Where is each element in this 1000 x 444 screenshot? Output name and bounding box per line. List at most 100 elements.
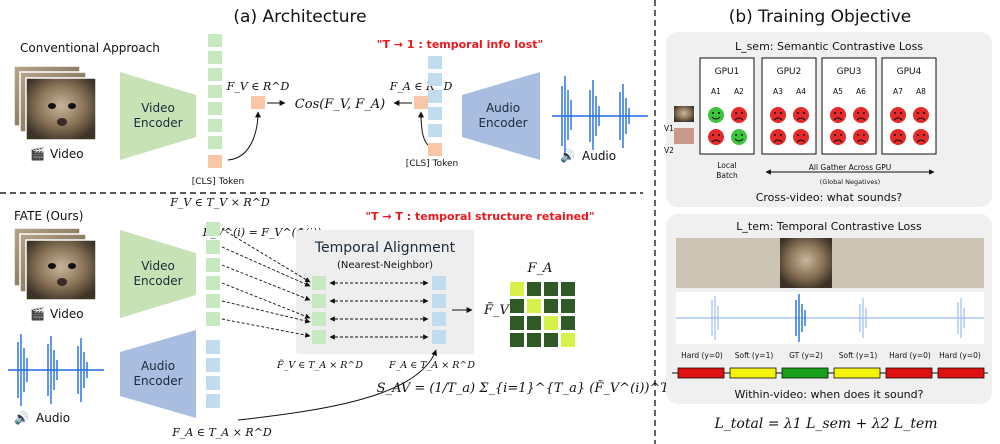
segment-bars: [677, 367, 985, 379]
v2-thumbnail: [674, 128, 694, 144]
row-v1-label: V1: [664, 124, 674, 133]
fate-video-token-column: [206, 222, 220, 326]
frown-face-icon: [890, 107, 906, 123]
audio-id-a2: A2: [734, 87, 744, 96]
audio-id-a6: A6: [856, 87, 866, 96]
frown-face-icon: [890, 129, 906, 145]
cls-token-audio-label: [CLS] Token: [406, 159, 459, 169]
segment-waveform: [676, 292, 984, 344]
panel-b-title: (b) Training Objective: [729, 7, 912, 27]
fate-audio-waveform: [8, 334, 104, 406]
video-thumbnail-stack: [13, 65, 97, 141]
frown-face-icon: [770, 129, 786, 145]
speaker-icon: 🔊: [560, 148, 575, 163]
frown-face-icon: [853, 107, 869, 123]
aligned-output: F̃_V: [483, 302, 511, 318]
audio-id-a3: A3: [773, 87, 783, 96]
cls-token-video-label: [CLS] Token: [192, 177, 245, 187]
cross-video-caption: Cross-video: what sounds?: [756, 191, 903, 204]
fate-video-icon: 🎬: [30, 307, 45, 321]
similarity-matrix: [510, 282, 575, 347]
alignment-subtitle: (Nearest-Neighbor): [337, 260, 433, 271]
fate-video-thumbnail-stack: [13, 227, 97, 301]
audio-id-a5: A5: [833, 87, 843, 96]
pairwise-arrows: [329, 280, 429, 340]
temporal-alignment-box: [296, 230, 474, 354]
aligned-audio-column: [432, 276, 446, 344]
fa-label: F_A ∈ R^D: [389, 80, 453, 93]
audio-to-alignment-arrow: [237, 349, 438, 421]
segment-bar: [677, 367, 725, 379]
aligned-video-label: F̃_V ∈ T_A × R^D: [276, 359, 363, 371]
cls-to-fv-arrow: [227, 111, 261, 161]
fv-seq-label: F_V ∈ T_V × R^D: [169, 196, 270, 209]
fv-token: [251, 96, 265, 109]
audio-id-a8: A8: [916, 87, 926, 96]
audio-encoder-shape: [462, 72, 540, 160]
fate-speaker-icon: 🔊: [14, 410, 29, 425]
smile-face-icon: [708, 107, 724, 123]
frown-face-icon: [913, 129, 929, 145]
gpu-1-label: GPU1: [715, 67, 740, 77]
frown-face-icon: [793, 129, 809, 145]
segment-bar: [729, 367, 777, 379]
audio-id-a1: A1: [711, 87, 721, 96]
gpu-3-label: GPU3: [837, 67, 862, 77]
row-v2-label: V2: [664, 146, 674, 155]
frown-face-icon: [770, 107, 786, 123]
audio-token-column: [428, 56, 442, 156]
segment-labels: Hard (y=0) Soft (y=1) GT (y=2) Soft (y=1…: [681, 351, 981, 360]
fate-video-label: Video: [50, 307, 84, 321]
temporal-retained-note: "T → T : temporal structure retained": [365, 210, 594, 223]
total-loss-formula: L_total = λ1 L_sem + λ2 L_tem: [713, 416, 937, 432]
frown-face-icon: [913, 107, 929, 123]
panel-a-title: (a) Architecture: [233, 7, 366, 27]
segment-label-3: GT (y=2): [789, 351, 823, 360]
frown-face-icon: [731, 107, 747, 123]
temporal-loss-heading: L_tem: Temporal Contrastive Loss: [736, 220, 922, 233]
segment-label-2: Soft (y=1): [735, 351, 774, 360]
fate-audio-encoder-shape: [120, 330, 196, 418]
frown-face-icon: [853, 129, 869, 145]
fv-tilde-def: F̃_V^(i) = F_V^(Φ(i)): [202, 226, 322, 239]
audio-label: Audio: [582, 149, 616, 163]
temporal-lost-note: "T → 1 : temporal info lost": [377, 38, 544, 51]
audio-waveform: [552, 76, 648, 154]
similarity-matrix-label: F_A: [527, 261, 553, 276]
gpu-2-label: GPU2: [777, 67, 802, 77]
within-video-caption: Within-video: when does it sound?: [735, 388, 924, 401]
sav-formula: S_AV = (1/T_a) Σ_{i=1}^{T_a} (F̃_V^(i))^…: [377, 380, 724, 396]
smile-face-icon: [731, 129, 747, 145]
segment-label-1: Hard (y=0): [681, 351, 723, 360]
fate-video-encoder-shape: [120, 230, 196, 318]
match-face-grid: [708, 107, 929, 145]
alignment-title: Temporal Alignment: [314, 240, 456, 256]
conventional-heading: Conventional Approach: [20, 41, 160, 55]
aligned-video-column: [312, 276, 326, 344]
gather-sublabel: (Global Negatives): [820, 178, 880, 186]
fate-heading: FATE (Ours): [14, 209, 83, 223]
fa-token: [414, 96, 428, 109]
fate-audio-label: Audio: [36, 411, 70, 425]
segment-bar: [885, 367, 933, 379]
video-label: Video: [50, 147, 84, 161]
segment-label-4: Soft (y=1): [839, 351, 878, 360]
aligned-audio-label: F_A ∈ T_A × R^D: [388, 360, 475, 371]
semantic-loss-heading: L_sem: Semantic Contrastive Loss: [735, 40, 923, 53]
v1-thumbnail: [674, 106, 694, 122]
segment-bar: [781, 367, 829, 379]
segment-bar: [833, 367, 881, 379]
segment-label-6: Hard (y=0): [939, 351, 981, 360]
frown-face-icon: [793, 107, 809, 123]
gpu-4-label: GPU4: [897, 67, 922, 77]
frown-face-icon: [830, 129, 846, 145]
audio-id-a7: A7: [893, 87, 903, 96]
audio-id-a4: A4: [796, 87, 806, 96]
fate-audio-token-column: [206, 340, 220, 408]
fv-label: F_V ∈ R^D: [226, 80, 290, 93]
